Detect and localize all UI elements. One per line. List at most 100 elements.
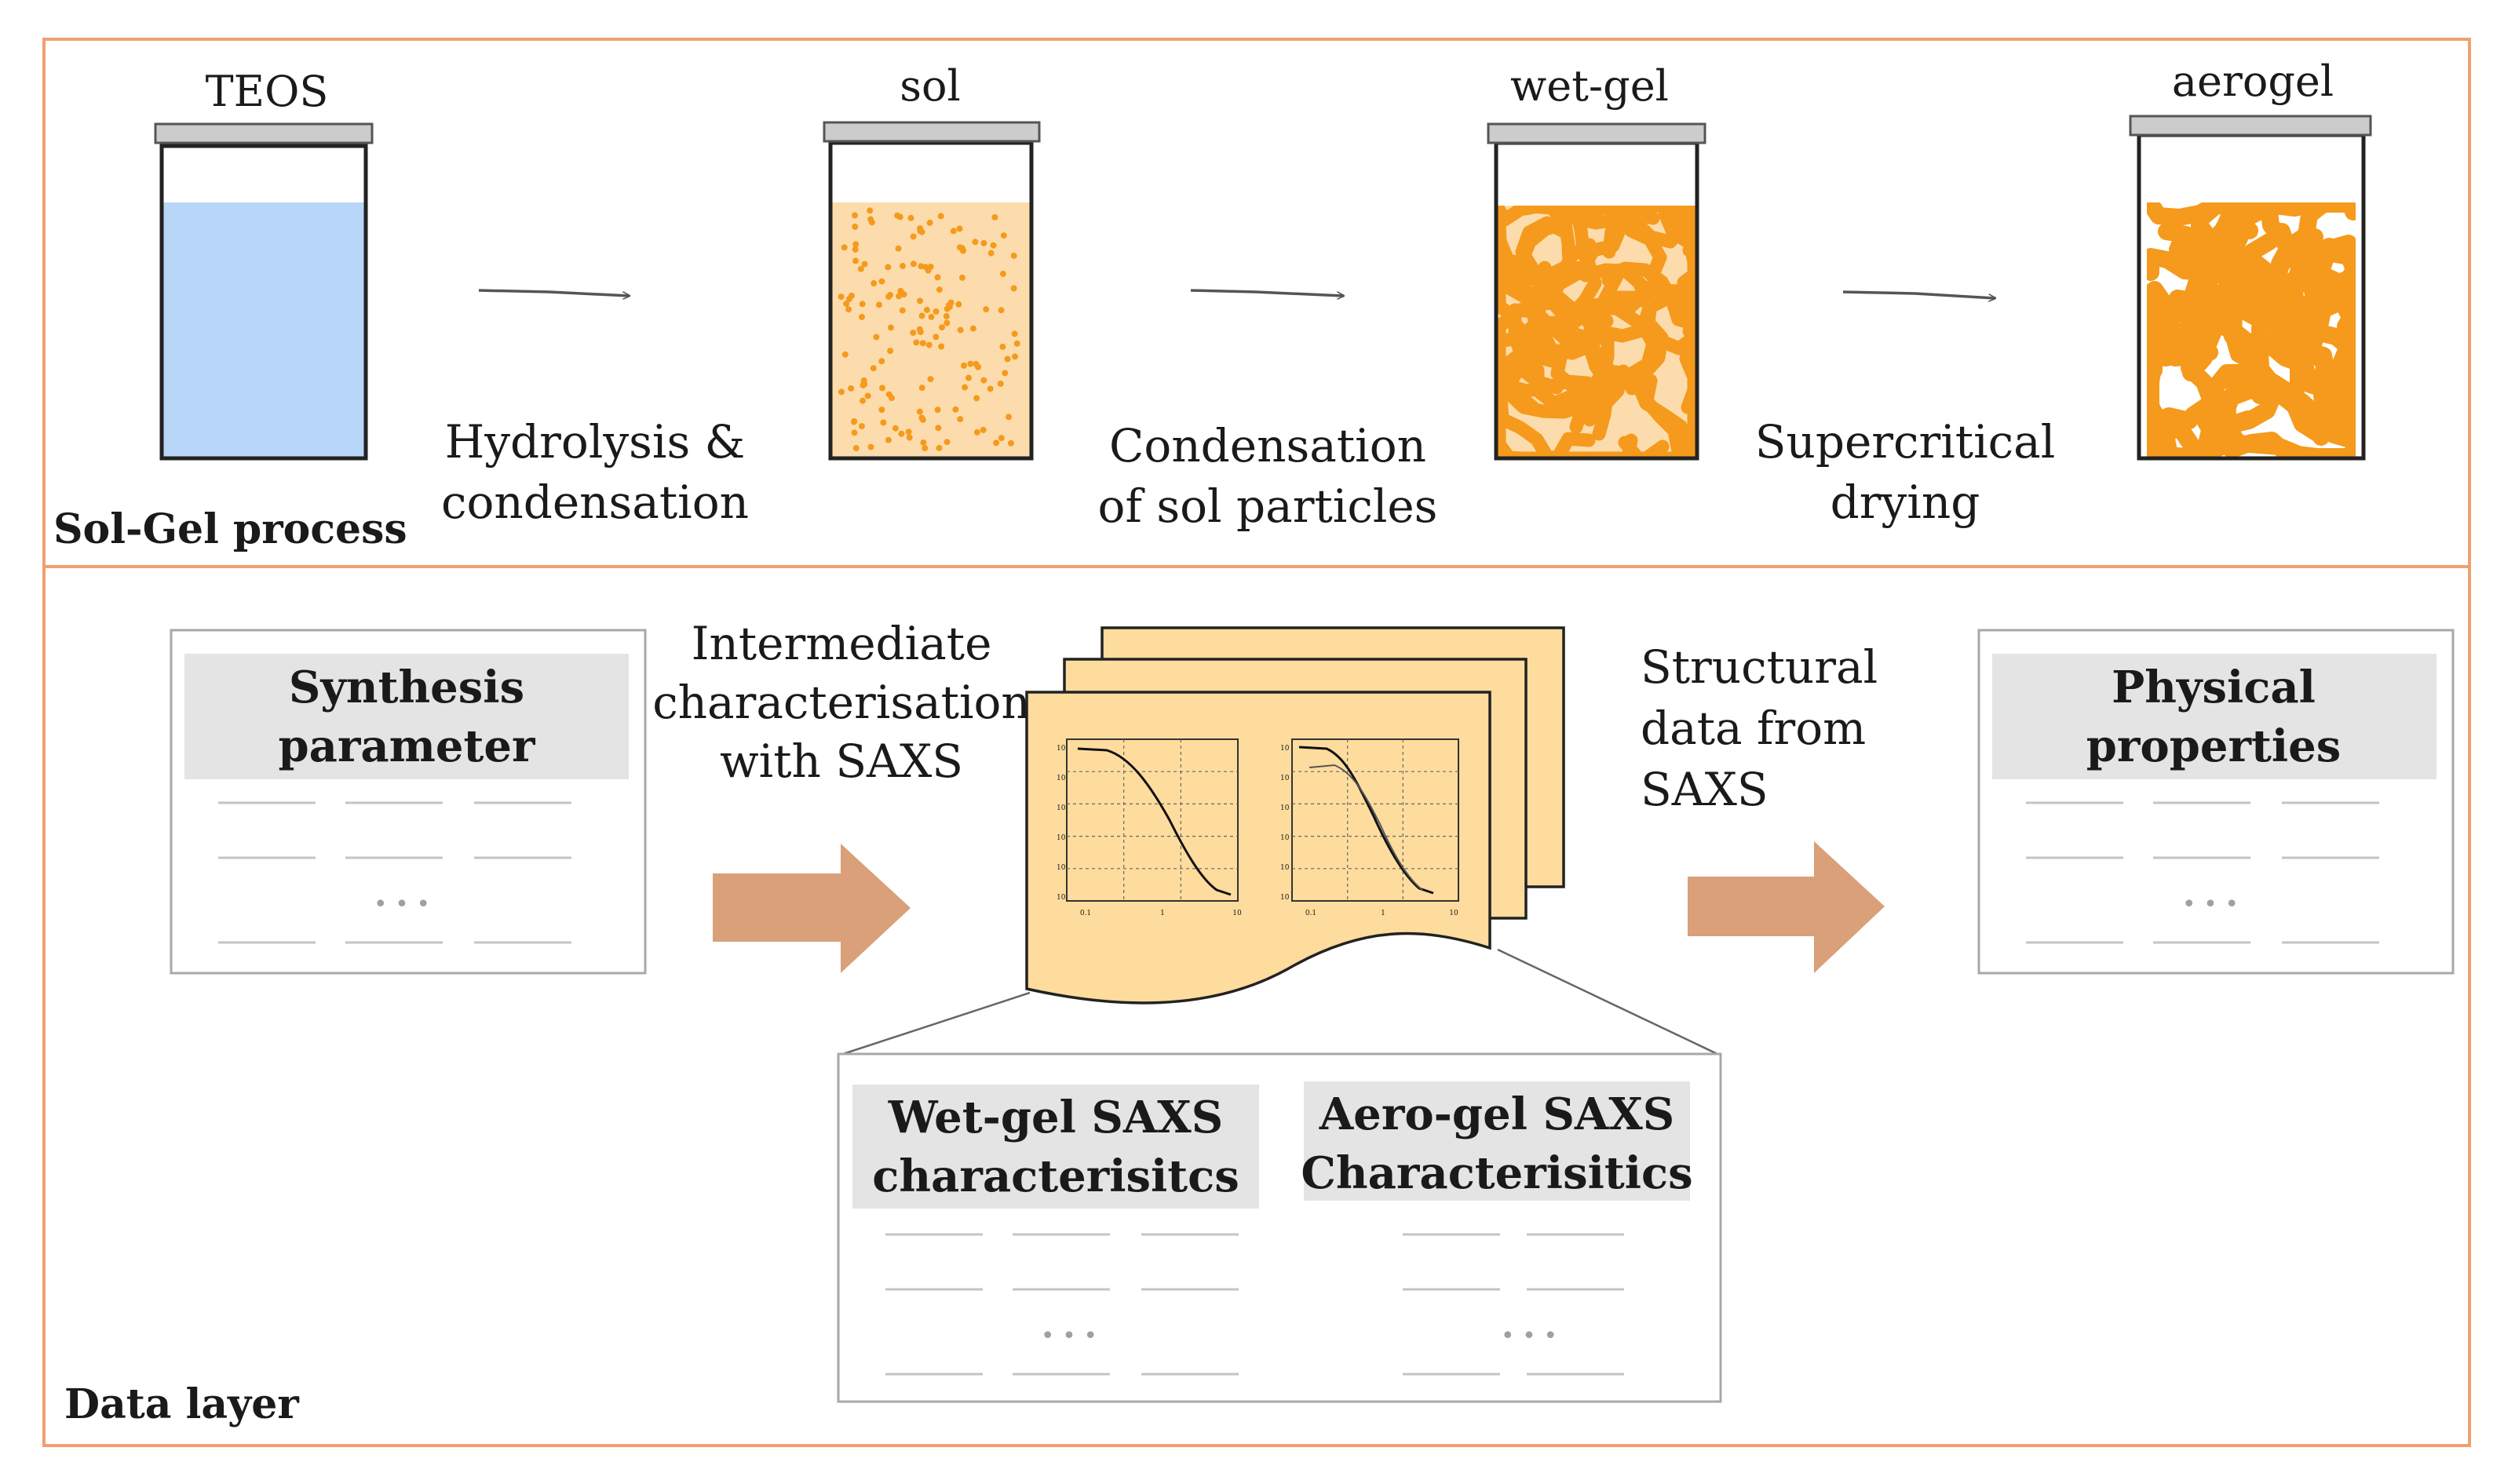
- saxs-plot-left-grid: [1067, 739, 1238, 901]
- sol-particle: [910, 233, 917, 240]
- teos-jar-body: [159, 144, 368, 461]
- aerogel-strand: [2283, 238, 2356, 358]
- sol-particle: [1013, 340, 1020, 347]
- aerogel-strand: [2147, 202, 2279, 226]
- sol-particle: [969, 325, 976, 332]
- sol-particle: [973, 360, 980, 367]
- sol-particle: [917, 297, 923, 304]
- sol-gel-process-label: Sol-Gel process: [53, 505, 407, 553]
- wetgel-ellipsis: • • •: [1041, 1322, 1097, 1350]
- right-ytick-5: 10: [1280, 894, 1290, 902]
- data-layer-label: Data layer: [64, 1380, 299, 1428]
- saxs-curve-left: [1077, 747, 1232, 896]
- aerogel-ellipsis: • • •: [1501, 1322, 1557, 1350]
- physical-title-line1: Physical: [2112, 662, 2316, 713]
- saxs-plot-right: 10 10 10 10 10 10 0.1 1 10: [1280, 738, 1459, 917]
- sol-particle: [999, 343, 1006, 350]
- wet-gel-strand: [1498, 206, 1530, 291]
- wetgel-title-line2: characterisitcs: [872, 1150, 1239, 1202]
- sol-particle: [980, 239, 987, 246]
- sol-particle: [880, 419, 887, 426]
- sol-particle: [838, 388, 845, 396]
- sol-particle: [887, 348, 894, 355]
- sol-particle: [897, 287, 904, 294]
- left-ytick-2: 10: [1057, 804, 1066, 812]
- sol-particle: [957, 416, 964, 423]
- sol-particle: [923, 306, 930, 313]
- sol-particle: [1010, 285, 1017, 292]
- sol-particle: [878, 358, 885, 365]
- left-xtick-0: 0.1: [1080, 910, 1091, 917]
- sol-particle: [859, 301, 866, 308]
- step-drying-line1: Supercritical: [1755, 415, 2056, 469]
- sol-particle: [934, 274, 941, 281]
- wetgel-header: [852, 1085, 1259, 1209]
- sol-particle: [967, 360, 974, 367]
- aerogel-label: aerogel: [2172, 57, 2334, 106]
- wet-gel-strand: [1498, 279, 1599, 410]
- sol-particle: [861, 261, 868, 268]
- sol-particle: [887, 324, 894, 331]
- aerogel-network: [2147, 202, 2356, 458]
- sol-particle: [947, 299, 955, 306]
- sol-particle: [867, 216, 874, 223]
- sol-particle: [952, 406, 959, 413]
- sol-particle: [956, 225, 963, 232]
- sol-particle: [1007, 439, 1014, 447]
- sol-particle: [852, 223, 859, 230]
- sol-particle: [871, 280, 878, 286]
- sol-particle: [934, 407, 941, 414]
- wet-gel-strand: [1579, 263, 1669, 396]
- sol-particle: [1002, 370, 1009, 377]
- saxs-plot-right-grid: [1292, 739, 1458, 901]
- physical-title-line2: properties: [2086, 720, 2342, 772]
- saxs-curve-right-a: [1298, 746, 1434, 895]
- sol-particle: [925, 267, 932, 274]
- aerogel-jar: aerogel: [2129, 57, 2372, 461]
- sol-particle: [858, 423, 865, 430]
- sol-particle: [935, 425, 942, 432]
- sol-particle: [920, 439, 927, 446]
- sol-particle: [885, 436, 892, 443]
- data-layer-frame: [42, 565, 2471, 1447]
- sol-particle: [958, 274, 965, 281]
- sol-jar-lid: [823, 121, 1041, 143]
- aerogel-title-line2: Characterisitics: [1301, 1147, 1692, 1199]
- aerogel-strand: [2147, 233, 2210, 379]
- sol-particle: [850, 418, 857, 425]
- sol-particle: [918, 385, 925, 392]
- sol-particle: [972, 239, 979, 246]
- sol-particle: [928, 313, 935, 320]
- sol-particle: [895, 245, 902, 252]
- sol-particle: [841, 244, 848, 251]
- sol-particle: [1010, 252, 1017, 259]
- sol-jar: sol: [823, 61, 1041, 461]
- sol-particle: [973, 395, 980, 402]
- wet-gel-strand: [1506, 206, 1643, 286]
- sol-particle: [1004, 356, 1011, 363]
- sol-particle: [990, 242, 997, 249]
- physical-properties-box: Physical properties • • •: [1977, 629, 2455, 975]
- aerogel-strand: [2163, 301, 2269, 404]
- sol-particle: [957, 326, 964, 334]
- sol-particle: [867, 207, 874, 214]
- aerogel-strand: [2194, 221, 2298, 361]
- block-arrow-to-properties: [1688, 841, 1885, 973]
- sol-particle: [944, 439, 951, 446]
- synthesis-title-line1: Synthesis: [289, 662, 524, 713]
- sol-particle: [999, 270, 1006, 277]
- wetgel-title-line1: Wet-gel SAXS: [888, 1092, 1223, 1143]
- sol-particle: [873, 334, 880, 341]
- sol-particle: [936, 444, 943, 451]
- wet-gel-network: [1498, 206, 1695, 458]
- sol-particle: [998, 307, 1005, 314]
- sol-particle: [875, 301, 882, 308]
- sol-particle: [939, 324, 945, 331]
- structural-text-line3: SAXS: [1641, 763, 1768, 816]
- sol-particle: [922, 445, 929, 452]
- sol-particle: [980, 426, 987, 433]
- sol-particle: [860, 377, 867, 384]
- teos-jar-lid: [154, 122, 374, 144]
- block-arrow-to-saxs: [713, 844, 911, 973]
- sol-particle: [933, 334, 940, 341]
